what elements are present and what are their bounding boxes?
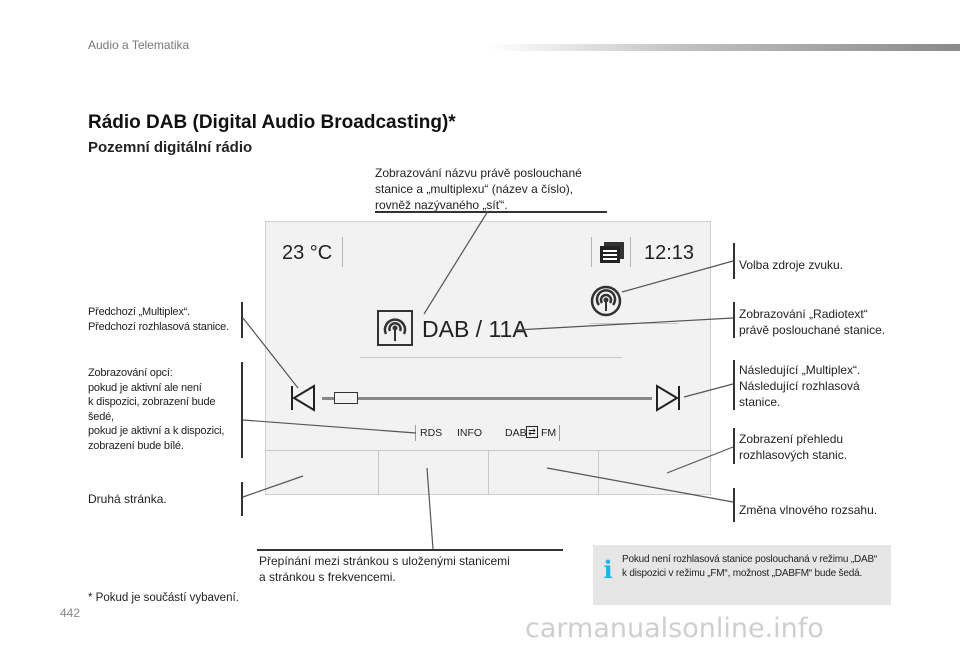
divider [360,357,622,358]
divider [591,237,592,267]
callout-bar [733,302,735,338]
page-number: 442 [60,606,81,620]
dab-station-icon [377,310,413,346]
divider [378,450,379,494]
info-text: Pokud není rozhlasová stanice poslouchan… [622,554,878,579]
radio-screen [265,221,711,495]
divider [488,450,489,494]
divider [598,450,599,494]
callout-next-multiplex: Následující „Multiplex“. Následující roz… [739,363,861,409]
callout-source: Volba zdroje zvuku. [739,258,844,272]
section-header: Audio a Telematika [88,38,190,52]
info-icon: i [603,555,613,584]
clock-readout: 12:13 [644,242,695,264]
station-name: DAB / 11A [422,316,528,342]
header-decor-bar [488,44,960,51]
callout-radiotext: Zobrazování „Radiotext“ právě poslouchan… [739,307,886,337]
frequency-slider-handle[interactable] [334,392,358,404]
callout-prev-multiplex: Předchozí „Multiplex“. Předchozí rozhlas… [88,306,229,333]
previous-multiplex-button[interactable] [290,384,316,412]
callout-bar [733,428,735,464]
callout-bar [241,302,243,338]
temperature-readout: 23 °C [282,242,333,264]
option-fm[interactable]: FM [541,427,557,439]
radio-source-icon[interactable] [590,285,622,317]
divider [342,237,343,267]
option-dab[interactable]: DAB [505,427,527,439]
callout-bar [733,488,735,522]
option-rds[interactable]: RDS [420,427,443,439]
page-title: Rádio DAB (Digital Audio Broadcasting)* [88,112,456,133]
option-info[interactable]: INFO [457,427,483,439]
callout-bar [733,360,735,410]
callout-overview: Zobrazení přehledu rozhlasových stanic. [739,432,848,462]
info-box [593,545,891,605]
callout-band: Změna vlnového rozsahu. [739,503,878,517]
next-multiplex-button[interactable] [655,384,681,412]
callout-bar [241,362,243,458]
page-subtitle: Pozemní digitální rádio [88,139,253,156]
callout-bar [241,482,243,516]
callout-options: Zobrazování opcí: pokud je aktivní ale n… [88,367,225,452]
callout-station-name: Zobrazování názvu právě poslouchané stan… [375,166,582,212]
divider [559,425,560,441]
list-icon[interactable] [598,240,626,266]
callout-second-page: Druhá stránka. [88,492,167,506]
callout-overline [257,549,563,551]
footnote: * Pokud je součástí vybavení. [88,592,239,604]
watermark: carmanualsonline.info [525,613,824,644]
dab-fm-switch-icon[interactable]: ⇄ [526,426,538,438]
callout-page-switch: Přepínání mezi stránkou s uloženými stan… [259,554,510,584]
frequency-track[interactable] [322,397,652,400]
callout-underline [375,211,607,213]
callout-bar [733,243,735,279]
divider [630,237,631,267]
